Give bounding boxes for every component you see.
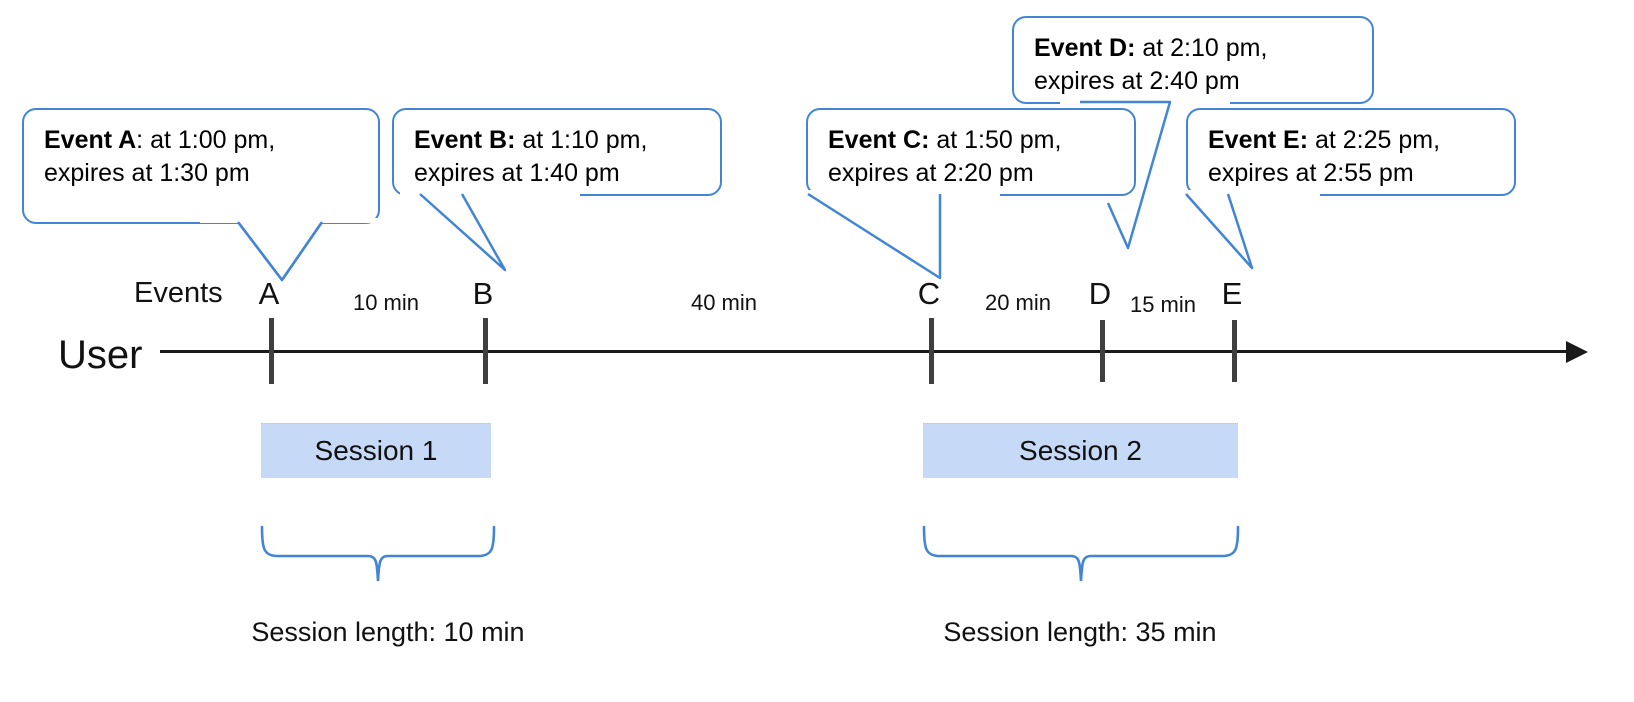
gap-label-d-e: 15 min bbox=[1129, 292, 1197, 317]
session-1-caption: Session length: 10 min bbox=[251, 617, 525, 647]
callout-event-e: Event E: at 2:25 pm, expires at 2:55 pm bbox=[1186, 108, 1516, 196]
callout-c-event-name: Event C: bbox=[828, 126, 930, 154]
callout-d-line2: expires at 2:40 pm bbox=[1034, 67, 1240, 95]
callout-b-line2: expires at 1:40 pm bbox=[414, 159, 620, 187]
tick-d bbox=[1100, 320, 1105, 382]
tick-label-a: A bbox=[258, 276, 280, 311]
callout-a-event-name: Event A bbox=[44, 126, 137, 154]
callout-event-c: Event C: at 1:50 pm, expires at 2:20 pm bbox=[806, 108, 1136, 196]
callout-e-sep bbox=[1308, 126, 1315, 154]
session-box-1: Session 1 bbox=[261, 423, 491, 478]
tick-label-e: E bbox=[1221, 276, 1243, 311]
gap-label-b-c: 40 min bbox=[690, 290, 758, 315]
callout-e-line1: Event E: at 2:25 pm, bbox=[1208, 124, 1496, 157]
session-2-brace bbox=[922, 525, 1240, 582]
session-1-brace bbox=[260, 525, 496, 582]
tick-label-b: B bbox=[472, 276, 494, 311]
callout-e-tail bbox=[1180, 190, 1320, 270]
callout-c-time: at 1:50 pm, bbox=[936, 126, 1062, 154]
callout-a-sep: : bbox=[136, 126, 151, 154]
session-box-2: Session 2 bbox=[923, 423, 1238, 478]
tick-a bbox=[269, 318, 274, 384]
callout-e-line2: expires at 2:55 pm bbox=[1208, 159, 1414, 187]
callout-a-tail bbox=[200, 218, 400, 282]
callout-e-event-name: Event E: bbox=[1208, 126, 1309, 154]
callout-b-time: at 1:10 pm, bbox=[522, 126, 648, 154]
callout-b-event-name: Event B: bbox=[414, 126, 516, 154]
session-2-caption: Session length: 35 min bbox=[943, 617, 1217, 647]
tick-b bbox=[483, 318, 488, 384]
callout-d-time: at 2:10 pm, bbox=[1142, 34, 1268, 62]
callout-a-time: at 1:00 pm, bbox=[150, 126, 276, 154]
gap-label-c-d: 20 min bbox=[984, 290, 1052, 315]
callout-d-event-name: Event D: bbox=[1034, 34, 1136, 62]
user-row-label: User bbox=[58, 333, 143, 377]
tick-label-c: C bbox=[917, 276, 941, 311]
tick-c bbox=[929, 318, 934, 384]
timeline-axis bbox=[160, 350, 1570, 353]
callout-c-tail bbox=[800, 190, 1000, 280]
gap-label-a-b: 10 min bbox=[352, 290, 420, 315]
callout-b-tail bbox=[400, 190, 580, 272]
callout-event-a: Event A: at 1:00 pm, expires at 1:30 pm bbox=[22, 108, 380, 224]
tick-e bbox=[1232, 320, 1237, 382]
callout-e-time: at 2:25 pm, bbox=[1314, 126, 1441, 154]
callout-d-line1: Event D: at 2:10 pm, bbox=[1034, 32, 1354, 65]
callout-a-line1: Event A: at 1:00 pm, bbox=[44, 124, 360, 157]
callout-event-b: Event B: at 1:10 pm, expires at 1:40 pm bbox=[392, 108, 722, 196]
tick-label-d: D bbox=[1088, 276, 1112, 311]
timeline-arrow-head bbox=[1566, 341, 1588, 363]
callout-a-line2: expires at 1:30 pm bbox=[44, 159, 250, 187]
callout-c-line1: Event C: at 1:50 pm, bbox=[828, 124, 1116, 157]
callout-b-line1: Event B: at 1:10 pm, bbox=[414, 124, 702, 157]
callout-c-line2: expires at 2:20 pm bbox=[828, 159, 1034, 187]
callout-event-d: Event D: at 2:10 pm, expires at 2:40 pm bbox=[1012, 16, 1374, 104]
events-row-label: Events bbox=[134, 277, 223, 309]
